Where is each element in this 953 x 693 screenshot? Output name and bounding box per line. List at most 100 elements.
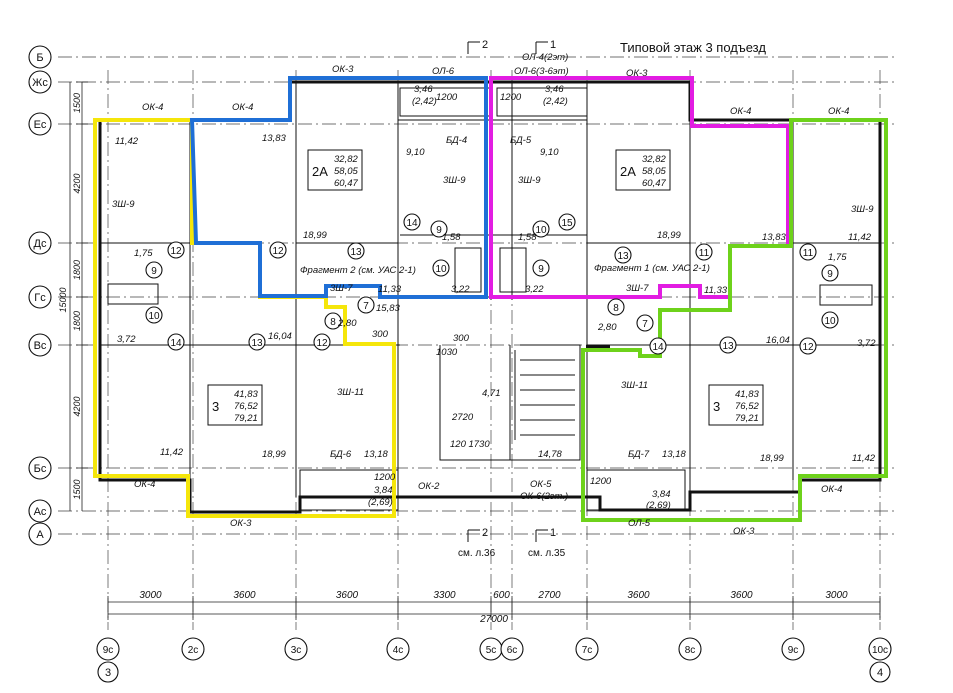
dim-bottom-value: 3300 [433, 590, 456, 601]
element-marker: 9 [821, 264, 839, 282]
axis-row-label: Дс [34, 238, 47, 250]
apartment-area-gross: 79,21 [234, 413, 258, 424]
dim-left-value: 1800 [72, 311, 82, 331]
axis-col-circle [781, 637, 805, 661]
plan-label: 18,99 [262, 449, 286, 460]
element-marker-number: 9 [827, 269, 833, 280]
dim-left-value: 4200 [72, 173, 82, 193]
apartment-area-living: 41,83 [735, 389, 759, 400]
element-marker-circle [432, 259, 450, 277]
plan-label: Фрагмент 1 (см. УАС 2-1) [594, 263, 710, 274]
element-marker: 12 [313, 333, 331, 351]
element-marker: 7 [357, 296, 375, 314]
element-marker: 14 [649, 337, 667, 355]
apartment-area-gross: 79,21 [735, 413, 759, 424]
axis-number-circle [869, 661, 891, 683]
plan-label: ОК-2 [418, 481, 440, 492]
element-marker-number: 10 [824, 316, 836, 327]
axis-row-bubble: Гс [28, 285, 52, 309]
plan-label: 1,75 [828, 252, 847, 263]
plan-label: 9,10 [540, 147, 559, 158]
element-marker-number: 9 [436, 225, 442, 236]
plan-label: ОК-3 [733, 526, 755, 537]
plan-label: 3,46 [414, 84, 433, 95]
plan-label: 15,83 [376, 303, 400, 314]
section-arrow [535, 529, 548, 542]
plan-label: ОК-4 [134, 479, 155, 490]
element-marker-number: 10 [535, 225, 547, 236]
plan-label: 1,58 [518, 232, 537, 243]
plan-label: ОК-4 [730, 106, 751, 117]
plan-label: 4,71 [482, 388, 501, 399]
plan-label: ОЛ-6 [432, 66, 455, 77]
element-marker: 8 [607, 298, 625, 316]
plan-label: 18,99 [760, 453, 784, 464]
plan-label: 1,75 [134, 248, 153, 259]
axis-number-bubble: 3 [97, 661, 119, 683]
element-marker-circle [695, 243, 713, 261]
axis-col-label: 9с [788, 645, 799, 656]
axis-row-circle [28, 112, 52, 136]
dim-bottom-value: 3600 [336, 590, 359, 601]
axis-row-bubble: Вс [28, 333, 52, 357]
apartment-outline-blue [189, 76, 488, 299]
element-marker-number: 9 [151, 266, 157, 277]
axis-col-label: 6с [507, 645, 518, 656]
axis-col-circle [500, 637, 524, 661]
plan-label: 1200 [436, 92, 458, 103]
element-marker-circle [347, 242, 365, 260]
axis-col-bubble: 3с [284, 637, 308, 661]
plan-label: ОК-3 [626, 68, 648, 79]
axis-col-label: 8с [685, 645, 696, 656]
element-marker: 10 [821, 311, 839, 329]
axis-col-bubble: 10с [868, 637, 892, 661]
axis-col-label: 4с [393, 645, 404, 656]
apartment-outline-green [581, 118, 888, 522]
plan-label: ОК-3 [332, 64, 354, 75]
element-marker-number: 12 [272, 246, 284, 257]
dim-left-value: 1500 [72, 93, 82, 113]
plan-label: ОК-6(2эт.) [520, 491, 568, 502]
dim-bottom-value: 600 [493, 590, 510, 601]
apartment-type: 3 [713, 399, 720, 414]
apartment-outlines [93, 76, 888, 522]
plan-label: 3,46 [545, 84, 564, 95]
plan-label: ОК-4 [828, 106, 849, 117]
dim-bottom-value: 3600 [233, 590, 256, 601]
plan-label: 3Ш-7 [626, 283, 649, 294]
element-marker: 8 [324, 312, 342, 330]
element-marker-number: 8 [613, 303, 619, 314]
apartment-type: 2А [312, 164, 328, 179]
plan-label: 1200 [500, 92, 522, 103]
plan-label: ОК-4 [232, 102, 253, 113]
plan-label: 11,42 [848, 232, 872, 243]
plan-label: 16,04 [268, 331, 292, 342]
element-marker-circle [248, 333, 266, 351]
axis-row-bubble: Ас [28, 499, 52, 523]
axis-col-circle [575, 637, 599, 661]
section-arrow [467, 41, 480, 54]
axis-row-label: Бс [34, 463, 47, 475]
axis-col-label: 7с [582, 645, 593, 656]
element-marker-circle [403, 213, 421, 231]
dim-bottom-value: 3600 [730, 590, 753, 601]
plan-label: 2,80 [597, 322, 617, 333]
axis-row-circle [28, 231, 52, 255]
plan-label: (2,42) [543, 96, 568, 107]
plan-label: 13,18 [662, 449, 686, 460]
plan-label: ОК-5 [530, 479, 552, 490]
axis-row-circle [28, 333, 52, 357]
element-marker-number: 7 [642, 319, 648, 330]
axis-row-bubble: Б [28, 45, 52, 69]
axis-col-bubble: 2с [181, 637, 205, 661]
element-marker: 14 [167, 333, 185, 351]
axis-col-bubble: 7с [575, 637, 599, 661]
axis-row-circle [28, 456, 52, 480]
element-marker-circle [719, 336, 737, 354]
sheet-reference: см. л.35 [528, 548, 566, 559]
axis-col-bubble: 4с [386, 637, 410, 661]
